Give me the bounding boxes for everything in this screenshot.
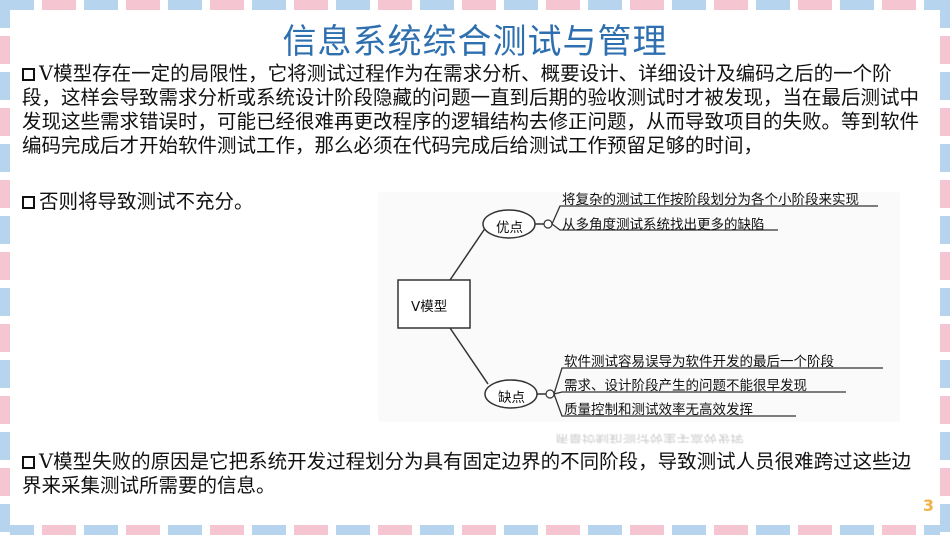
advantages-label: 优点 xyxy=(496,220,523,236)
border-left xyxy=(0,0,10,535)
border-bottom xyxy=(0,525,950,535)
mindmap-lines xyxy=(397,205,883,417)
root-node-box xyxy=(397,279,471,329)
disadvantage-item: 软件测试容易误导为软件开发的最后一个阶段 xyxy=(564,354,834,370)
paragraph-text: 否则将导致测试不充分。 xyxy=(39,190,254,213)
page-number: 3 xyxy=(922,496,934,515)
slide-title: 信息系统综合测试与管理 xyxy=(282,22,668,62)
square-bullet-icon xyxy=(22,196,35,209)
paragraph-insufficient-testing: 否则将导致测试不充分。 xyxy=(22,190,927,214)
paragraph-failure-reason: V模型失败的原因是它把系统开发过程划分为具有固定边界的不同阶段，导致测试人员很难… xyxy=(22,450,927,498)
advantage-item: 从多角度测试系统找出更多的缺陷 xyxy=(562,217,765,233)
disadvantage-item: 需求、设计阶段产生的问题不能很早发现 xyxy=(564,378,807,394)
paragraph-limitations: V模型存在一定的局限性，它将测试过程作为在需求分析、概要设计、详细设计及编码之后… xyxy=(22,62,927,158)
border-top xyxy=(0,0,950,10)
root-node-label: V模型 xyxy=(411,299,448,315)
square-bullet-icon xyxy=(22,456,35,469)
paragraph-text: V模型存在一定的局限性，它将测试过程作为在需求分析、概要设计、详细设计及编码之后… xyxy=(22,62,920,157)
v-model-mindmap: V模型 优点 缺点 将复杂的测试工作按阶段划分为各个小阶段来实现 从多角度测试系… xyxy=(378,192,900,422)
paragraph-text: V模型失败的原因是它把系统开发过程划分为具有固定边界的不同阶段，导致测试人员很难… xyxy=(22,450,912,497)
border-right xyxy=(940,0,950,535)
advantage-item: 将复杂的测试工作按阶段划分为各个小阶段来实现 xyxy=(562,192,859,208)
reflection-text: 质量控制和测试效率无高效发挥 xyxy=(555,434,744,444)
mindmap-reflection: 质量控制和测试效率无高效发挥 xyxy=(555,434,875,448)
disadvantage-item: 质量控制和测试效率无高效发挥 xyxy=(564,402,753,418)
disadvantages-label: 缺点 xyxy=(498,390,525,406)
square-bullet-icon xyxy=(22,68,35,81)
